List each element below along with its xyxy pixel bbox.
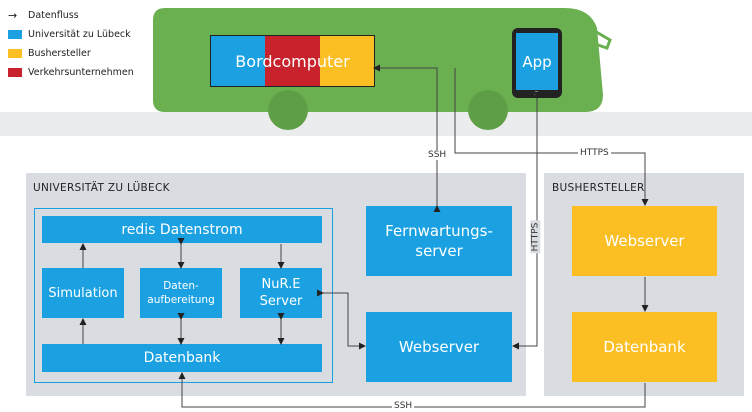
legend-swatch-hersteller xyxy=(8,48,22,58)
ssh-top-label: SSH xyxy=(426,150,449,160)
nure-webserver-connector xyxy=(317,289,366,350)
legend-dataflow: → Datenfluss xyxy=(8,8,79,22)
hersteller-datenbank-box: Datenbank xyxy=(572,312,717,382)
datenaufbereitung-label-2: aufbereitung xyxy=(147,294,215,306)
ssh-bottom-label: SSH xyxy=(392,401,415,411)
legend-dataflow-label: Datenfluss xyxy=(28,9,79,21)
legend-uni: Universität zu Lübeck xyxy=(8,27,131,41)
legend-swatch-verkehr xyxy=(8,67,22,77)
legend-uni-label: Universität zu Lübeck xyxy=(28,28,131,40)
simulation-label: Simulation xyxy=(48,285,118,301)
https-top-label: HTTPS xyxy=(578,148,611,158)
https-vertical-connector xyxy=(512,92,541,350)
tablet-device: App xyxy=(512,28,562,98)
datenaufbereitung-box: Daten- aufbereitung xyxy=(140,268,222,318)
nure-label-1: NuR.E xyxy=(261,277,301,292)
bus-wheel-rear xyxy=(268,90,308,130)
redis-label: redis Datenstrom xyxy=(121,221,243,238)
uni-datenbank-label: Datenbank xyxy=(143,350,221,366)
legend-swatch-uni xyxy=(8,29,22,39)
uni-webserver-box: Webserver xyxy=(366,312,512,382)
uni-webserver-label: Webserver xyxy=(398,338,480,356)
bordcomputer-segment-uni xyxy=(211,36,266,86)
redis-box: redis Datenstrom xyxy=(42,216,322,243)
hersteller-datenbank-label: Datenbank xyxy=(603,338,686,356)
bordcomputer-segment-verkehr xyxy=(265,36,320,86)
bordcomputer-box: Bordcomputer xyxy=(210,35,375,87)
legend-hersteller-label: Bushersteller xyxy=(28,47,91,59)
legend-hersteller: Bushersteller xyxy=(8,46,91,60)
nure-label-2: Server xyxy=(259,294,303,309)
fernwartung-label-1: Fernwartungs- xyxy=(385,222,493,240)
region-uni-title: UNIVERSITÄT ZU LÜBECK xyxy=(33,182,170,194)
hersteller-webserver-label: Webserver xyxy=(604,232,685,250)
region-hersteller-title: BUSHERSTELLER xyxy=(552,182,645,194)
simulation-box: Simulation xyxy=(42,268,124,318)
https-vertical-label: HTTPS xyxy=(530,220,541,254)
arrow-right-icon: → xyxy=(8,8,18,22)
hersteller-webserver-box: Webserver xyxy=(572,206,717,276)
fernwartungsserver-box: Fernwartungs- server xyxy=(366,206,512,276)
nure-server-box: NuR.E Server xyxy=(240,268,322,318)
bordcomputer-segment-hersteller xyxy=(319,36,374,86)
uni-datenbank-box: Datenbank xyxy=(42,344,322,372)
bordcomputer-label: Bordcomputer xyxy=(235,51,350,71)
legend-verkehr-label: Verkehrsunternehmen xyxy=(28,66,134,78)
app-label: App xyxy=(516,33,558,90)
legend-verkehr: Verkehrsunternehmen xyxy=(8,65,134,79)
ssh-top-connector xyxy=(373,64,441,212)
fernwartung-label-2: server xyxy=(415,242,463,260)
datenaufbereitung-label-1: Daten- xyxy=(163,280,199,292)
bus-mirror xyxy=(592,28,612,50)
https-top-connector xyxy=(454,68,649,206)
bus-wheel-front xyxy=(468,90,508,130)
